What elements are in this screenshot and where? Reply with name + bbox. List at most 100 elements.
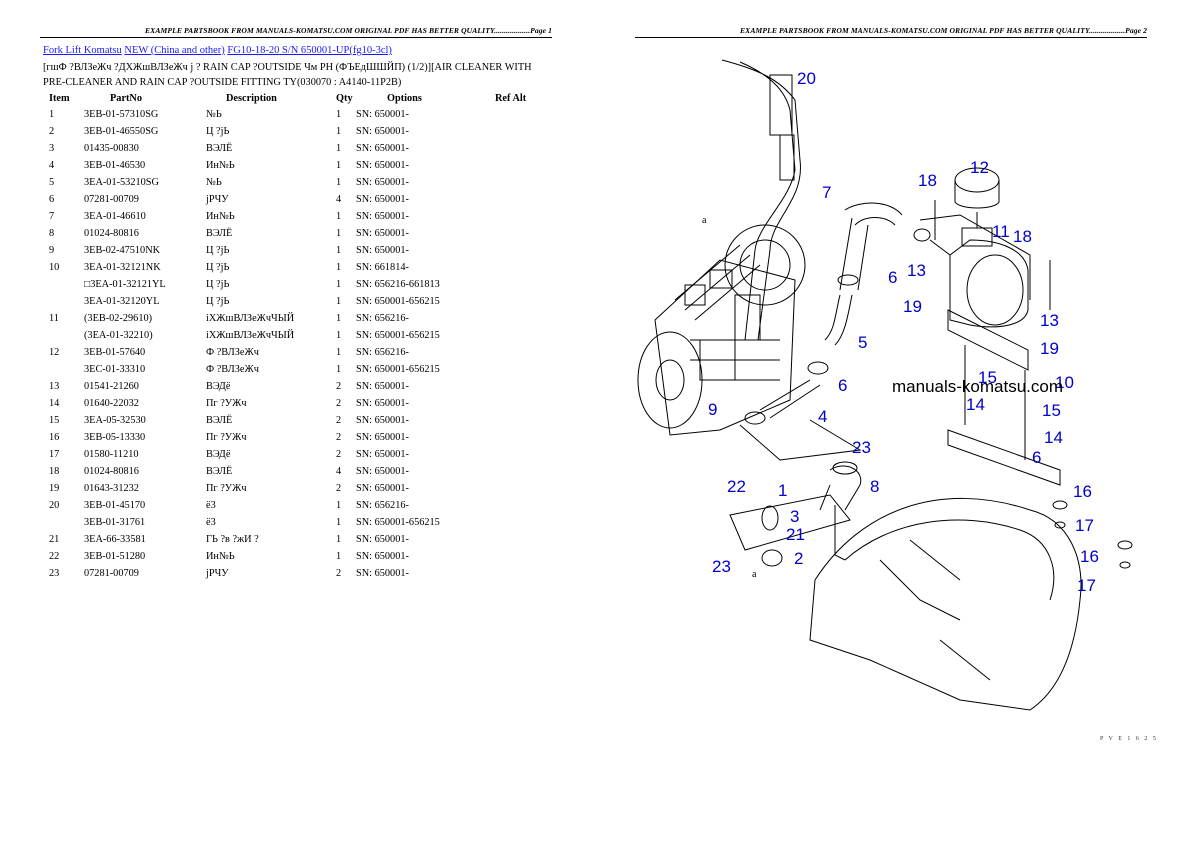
column-header-ref-alt: Ref Alt	[495, 92, 527, 104]
part-number-cell: 01435-00830	[84, 143, 139, 154]
callout-number: 13	[1040, 311, 1059, 330]
quantity-cell: 1	[336, 143, 342, 154]
serial-options-cell: SN: 656216-661813	[356, 279, 440, 290]
part-number-cell: 3EB-01-57310SG	[84, 109, 159, 120]
item-number-cell	[43, 327, 84, 344]
part-number-cell: 01640-22032	[84, 398, 139, 409]
overhead-guard-frame	[721, 59, 801, 341]
quantity-cell: 1	[336, 517, 342, 528]
callout-number: 20	[797, 69, 816, 88]
part-number-cell: □3EA-01-32121YL	[84, 279, 166, 290]
quantity-cell: 2	[336, 415, 342, 426]
quantity-cell: 1	[336, 160, 342, 171]
part-description-cell: ВЭЛЁ	[206, 466, 233, 477]
item-number-cell: 1	[49, 109, 55, 120]
quantity-cell: 1	[336, 245, 342, 256]
breadcrumb: Fork Lift Komatsu NEW (China and other) …	[43, 45, 392, 56]
bolt-18	[934, 200, 1051, 310]
frame-bracket-lower	[779, 134, 795, 181]
table-header-row: Item PartNo Description Qty Options Ref …	[43, 90, 555, 106]
intake-hose-5	[824, 294, 853, 346]
serial-options-cell: SN: 656216-	[356, 347, 409, 358]
item-number-cell: 17	[49, 449, 60, 460]
parts-table: Item PartNo Description Qty Options Ref …	[43, 90, 555, 582]
ref-alt-cell	[493, 310, 555, 327]
ref-alt-cell	[493, 191, 555, 208]
part-number-cell: 3EB-01-45170	[84, 500, 146, 511]
callout-number: 18	[1013, 227, 1032, 246]
callout-number: 17	[1077, 576, 1096, 595]
part-number-cell: 3EA-01-32121NK	[84, 262, 161, 273]
diagram-code: P V E 1 6 2 5	[1100, 736, 1158, 742]
section-title: [гшФ ?ВЛЗеЖч ?ДХЖшВЛЗеЖч j ? RAIN CAP ?O…	[43, 62, 532, 88]
quantity-cell: 1	[336, 228, 342, 239]
item-number-cell: 20	[49, 500, 60, 511]
breadcrumb-link-model[interactable]: FG10-18-20 S/N 650001-UP(fg10-3cl)	[227, 45, 392, 56]
part-description-cell: ВЭЛЁ	[206, 143, 233, 154]
part-number-cell: 3EA-05-32530	[84, 415, 146, 426]
part-number-cell: 3EA-66-33581	[84, 534, 146, 545]
part-description-cell: Ф ?ВЛЗеЖч	[206, 347, 259, 358]
part-number-cell: 3EA-01-46610	[84, 211, 146, 222]
callout-number: 17	[1075, 516, 1094, 535]
quantity-cell: 1	[336, 296, 342, 307]
serial-options-cell: SN: 650001-	[356, 449, 409, 460]
part-description-cell: ГЬ ?в ?жИ ?	[206, 534, 259, 545]
serial-options-cell: SN: 650001-	[356, 245, 409, 256]
part-number-cell: 3EB-01-51280	[84, 551, 146, 562]
quantity-cell: 1	[336, 330, 342, 341]
ref-alt-cell	[493, 429, 555, 446]
item-number-cell: 15	[49, 415, 60, 426]
ref-alt-cell	[493, 157, 555, 174]
callout-number: 14	[966, 395, 985, 414]
part-number-cell: 3EB-01-46530	[84, 160, 146, 171]
callout-number: 12	[970, 158, 989, 177]
ref-alt-cell	[493, 293, 555, 310]
ref-alt-cell	[493, 276, 555, 293]
part-description-cell: Ц ?jЬ	[206, 126, 230, 137]
mounting-bracket-9	[947, 429, 1061, 486]
serial-options-cell: SN: 650001-	[356, 381, 409, 392]
item-number-cell: 3	[49, 143, 55, 154]
serial-options-cell: SN: 650001-656215	[356, 517, 440, 528]
part-description-cell: №Ь	[206, 177, 222, 188]
column-header-item: Item	[49, 92, 70, 104]
part-description-cell: Пг ?УЖч	[206, 432, 247, 443]
part-description-cell: Ц ?jЬ	[206, 279, 230, 290]
breadcrumb-link-region[interactable]: NEW (China and other)	[124, 45, 225, 56]
callout-number: 3	[790, 507, 799, 526]
parts-list-page: EXAMPLE PARTSBOOK FROM MANUALS-KOMATSU.C…	[40, 26, 555, 582]
part-description-cell: Ц ?jЬ	[206, 245, 230, 256]
quantity-cell: 1	[336, 551, 342, 562]
callout-number: 8	[870, 477, 879, 496]
quantity-cell: 2	[336, 398, 342, 409]
item-number-cell: 7	[49, 211, 55, 222]
serial-options-cell: SN: 650001-	[356, 211, 409, 222]
callout-number: 13	[907, 261, 926, 280]
callout-number: 15	[978, 368, 997, 387]
item-number-cell	[43, 276, 84, 293]
item-number-cell: 19	[49, 483, 60, 494]
quantity-cell: 1	[336, 262, 342, 273]
part-number-cell: 01541-21260	[84, 381, 139, 392]
air-cleaner-assembly	[919, 167, 1031, 371]
callout-number: 23	[712, 557, 731, 576]
serial-options-cell: SN: 650001-	[356, 143, 409, 154]
engine-illustration	[637, 224, 806, 436]
breadcrumb-link-fork-lift[interactable]: Fork Lift Komatsu	[43, 45, 122, 56]
clamp-23	[761, 549, 783, 567]
serial-options-cell: SN: 650001-	[356, 534, 409, 545]
part-description-cell: Ц ?jЬ	[206, 296, 230, 307]
serial-options-cell: SN: 650001-	[356, 551, 409, 562]
